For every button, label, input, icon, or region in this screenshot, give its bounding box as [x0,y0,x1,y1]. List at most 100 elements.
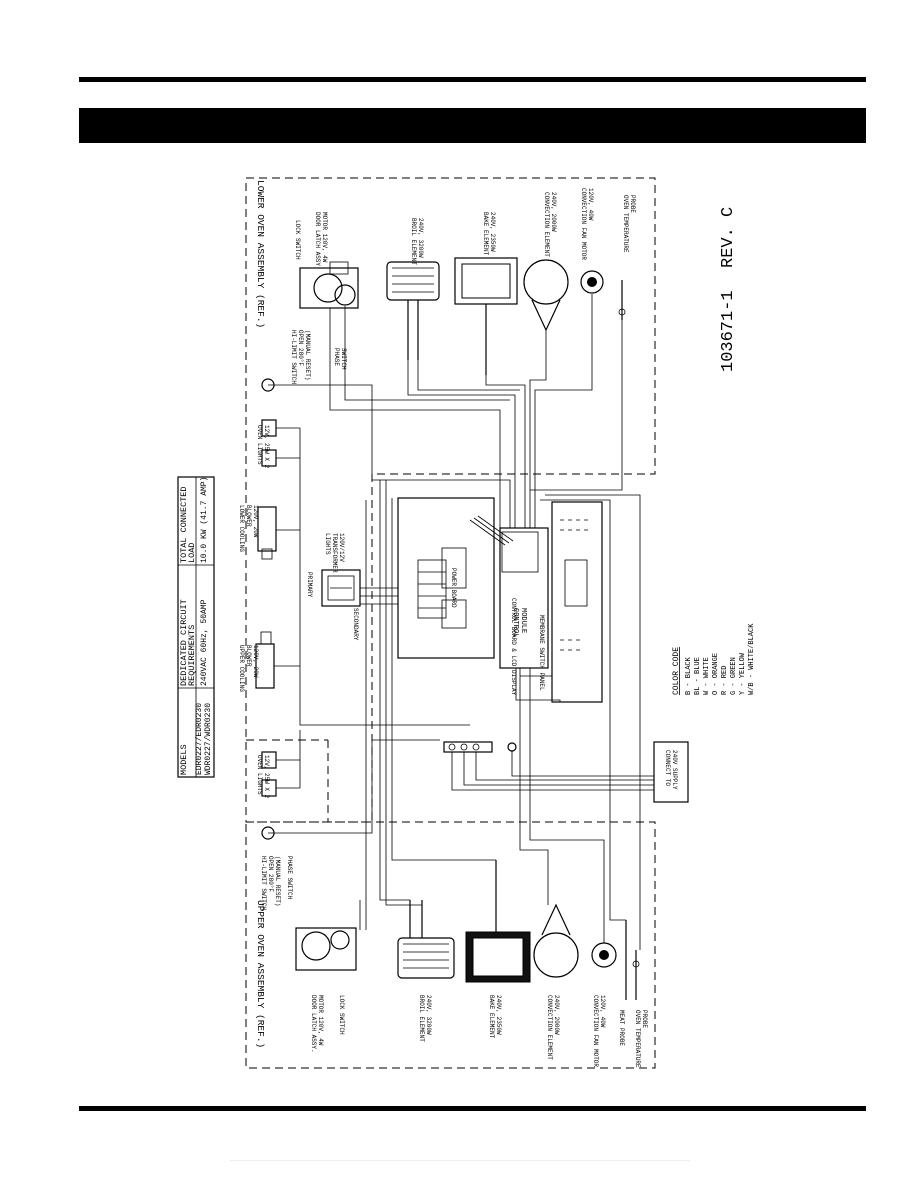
section-title-bar [79,108,866,143]
svg-text:REQUIREMENTS: REQUIREMENTS [187,625,197,686]
svg-text:LIGHTS: LIGHTS [324,533,331,555]
load-header: TOTAL CONNECTED [179,486,189,563]
membrane-label: MEMBRANE SWITCH PANEL [538,615,545,691]
svg-text:240V, 3200W: 240V, 3200W [425,995,432,1035]
svg-text:BROIL ELEMENT: BROIL ELEMENT [410,218,417,265]
svg-text:120V, 40W: 120V, 40W [587,188,594,221]
svg-text:CONNECT TO: CONNECT TO [664,750,671,786]
svg-text:240V, 2350W: 240V, 2350W [495,995,502,1035]
svg-text:W/B - WHITE/BLACK: W/B - WHITE/BLACK [748,623,756,695]
svg-text:CONTROL BOARD & LCD DISPLAY: CONTROL BOARD & LCD DISPLAY [510,598,517,696]
svg-text:240V, 3200W: 240V, 3200W [417,218,424,258]
svg-text:TRANSFORMER: TRANSFORMER [331,533,338,573]
circuit-value: 240VAC 60Hz, 50AMP [200,599,209,686]
membrane-switch-panel [551,501,603,703]
upper-bake-element [465,860,531,983]
transformer-primary: PRIMARY [306,572,313,598]
svg-text:BL - BLUE: BL - BLUE [694,657,702,695]
svg-text:OVEN TEMPERATURE: OVEN TEMPERATURE [622,195,629,253]
upper-convection-element [533,903,579,978]
svg-text:120V, 40W: 120V, 40W [599,995,606,1028]
svg-text:240V SUPPLY: 240V SUPPLY [671,750,678,790]
lower-bake-element [454,257,518,375]
svg-text:OVEN LIGHTS: OVEN LIGHTS [256,425,263,465]
lower-oven-title: LOWER OVEN ASSEMBLY (REF.) [255,180,266,328]
svg-text:DOOR LATCH ASSY.: DOOR LATCH ASSY. [314,212,321,270]
svg-text:OVEN TEMPERATURE: OVEN TEMPERATURE [634,1010,641,1068]
color-code-legend: COLOR CODE B - BLACK BL - BLUE W - WHITE… [672,623,756,695]
svg-text:120V/12V: 120V/12V [338,533,345,562]
svg-text:(MANUAL RESET): (MANUAL RESET) [304,330,311,380]
svg-text:12V, 25W X 2: 12V, 25W X 2 [263,755,270,799]
svg-text:BLOWER: BLOWER [245,645,252,667]
svg-text:O - ORANGE: O - ORANGE [712,653,720,695]
wiring-harness [268,294,654,950]
svg-text:CONTROL: CONTROL [511,608,519,637]
svg-text:UPPER COOLING: UPPER COOLING [238,645,245,692]
upper-convection-fan [591,942,617,968]
upper-oven-title: UPPER OVEN ASSEMBLY (REF.) [255,900,266,1048]
svg-text:OVEN LIGHTS: OVEN LIGHTS [256,755,263,795]
lower-lock-switch-label: LOCK SWITCH [294,220,301,260]
models-table: MODELS EDR0227/EDR0230 WDR0227/WDR0230 D… [177,476,215,778]
svg-text:MOTOR 120V, 4W: MOTOR 120V, 4W [317,995,324,1046]
upper-oven-boundary [245,821,656,1069]
svg-text:CONVECTION FAN MOTOR: CONVECTION FAN MOTOR [580,188,587,260]
upper-oven-lights [261,751,300,797]
svg-text:SWITCH: SWITCH [340,348,347,370]
transformer-secondary: SECONDARY [352,608,359,641]
power-board [397,497,495,659]
lower-temp-probe [618,280,626,320]
svg-text:12V, 25W X 2: 12V, 25W X 2 [263,425,270,469]
svg-text:LOWER COOLING: LOWER COOLING [238,505,245,552]
svg-text:OPEN 280°F: OPEN 280°F [297,330,304,366]
model-2: WDR0227/WDR0230 [204,703,213,775]
footer-line [230,1160,690,1161]
svg-text:LOCK SWITCH: LOCK SWITCH [338,995,345,1035]
svg-text:240V, 2000W: 240V, 2000W [553,995,560,1035]
lower-broil-element [386,261,440,360]
color-code-title: COLOR CODE [672,647,681,695]
svg-text:DOOR LATCH ASSY.: DOOR LATCH ASSY. [310,995,317,1053]
svg-text:PROBE: PROBE [641,1010,648,1028]
load-value: 10.0 KW (41.7 AMP) [200,477,209,563]
svg-text:CONVECTION ELEMENT: CONVECTION ELEMENT [546,995,553,1060]
svg-text:120V, 20W: 120V, 20W [252,645,259,678]
svg-text:(MANUAL RESET): (MANUAL RESET) [274,856,281,906]
svg-text:BAKE ELEMENT: BAKE ELEMENT [488,995,495,1039]
svg-text:PHASE: PHASE [333,348,340,366]
svg-text:W - WHITE: W - WHITE [703,657,711,695]
upper-door-latch-motor [295,927,357,971]
terminal-block [443,741,517,753]
svg-text:HI-LIMIT SWITCH: HI-LIMIT SWITCH [290,330,297,384]
drawing-number: 103671-1 [719,290,738,372]
svg-text:BLOWER: BLOWER [245,505,252,527]
lower-convection-fan [580,270,604,294]
svg-text:120V, 20W: 120V, 20W [252,505,259,538]
lower-door-latch-motor [299,261,359,309]
svg-text:CONVECTION FAN MOTOR: CONVECTION FAN MOTOR [592,995,599,1067]
svg-text:Y - YELLOW: Y - YELLOW [739,652,747,695]
svg-text:240V, 2000W: 240V, 2000W [550,192,557,232]
model-1: EDR0227/EDR0230 [195,703,204,775]
power-board-label: POWER BOARD [450,568,457,608]
circuit-header: DEDICATED CIRCUIT [179,599,189,686]
svg-text:MODULE: MODULE [519,608,527,633]
svg-text:PROBE: PROBE [629,195,636,213]
svg-text:240V, 2350W: 240V, 2350W [489,212,496,252]
upper-broil-element [397,900,455,979]
control-module [499,527,549,669]
lights-transformer [321,569,361,607]
models-header: MODELS [179,744,189,775]
svg-text:G - GREEN: G - GREEN [730,657,738,695]
svg-text:LOAD: LOAD [187,543,197,563]
lower-convection-element [523,259,569,332]
bottom-rule [79,1106,866,1111]
revision: REV. C [719,207,738,268]
supply-connection [653,741,689,803]
top-rule [79,77,866,82]
svg-text:OPEN 280°F: OPEN 280°F [267,856,274,892]
upper-temp-probe [632,950,640,1000]
svg-text:CONVECTION ELEMENT: CONVECTION ELEMENT [543,192,550,257]
